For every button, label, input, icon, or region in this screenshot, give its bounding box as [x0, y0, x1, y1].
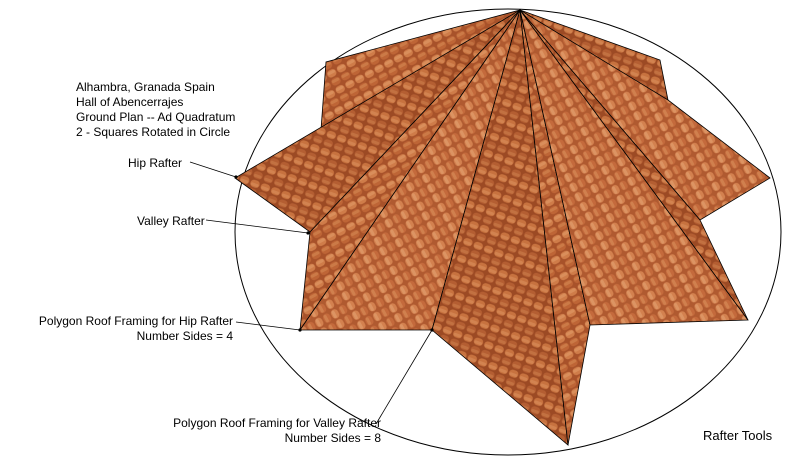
poly4-leader-dot [298, 328, 302, 332]
poly8-leader-dot [430, 328, 434, 332]
polygon-valley-label-line2: Number Sides = 8 [284, 431, 381, 445]
hip-rafter-leader [189, 161, 237, 178]
valley-rafter-label: Valley Rafter [137, 214, 205, 228]
polygon-valley-label-line1: Polygon Roof Framing for Valley Rafter [173, 416, 381, 430]
hip-rafter-leader-dot [234, 175, 238, 179]
polygon-hip-label-line1: Polygon Roof Framing for Hip Rafter [38, 314, 233, 328]
poly4-leader [235, 321, 301, 331]
polygon-hip-label-line2: Number Sides = 4 [136, 329, 233, 343]
roof-face-right-hip [519, 9, 749, 321]
title-line-2: Hall of Abencerrajes [76, 95, 184, 109]
title-line-3: Ground Plan -- Ad Quadratum [76, 110, 236, 124]
valley-rafter-leader [205, 219, 309, 234]
brand-label: Rafter Tools [703, 428, 773, 443]
title-line-4: 2 - Squares Rotated in Circle [76, 125, 231, 139]
valley-rafter-leader-dot [306, 231, 310, 235]
hip-rafter-label: Hip Rafter [128, 156, 183, 170]
poly8-leader [375, 329, 433, 425]
polygon-hip-label: Polygon Roof Framing for Hip Rafter Numb… [12, 314, 233, 344]
title-line-1: Alhambra, Granada Spain [76, 80, 215, 94]
title-block: Alhambra, Granada Spain Hall of Abencerr… [76, 80, 235, 140]
circle-outline [234, 8, 782, 456]
polygon-valley-label: Polygon Roof Framing for Valley Rafter N… [145, 416, 381, 446]
